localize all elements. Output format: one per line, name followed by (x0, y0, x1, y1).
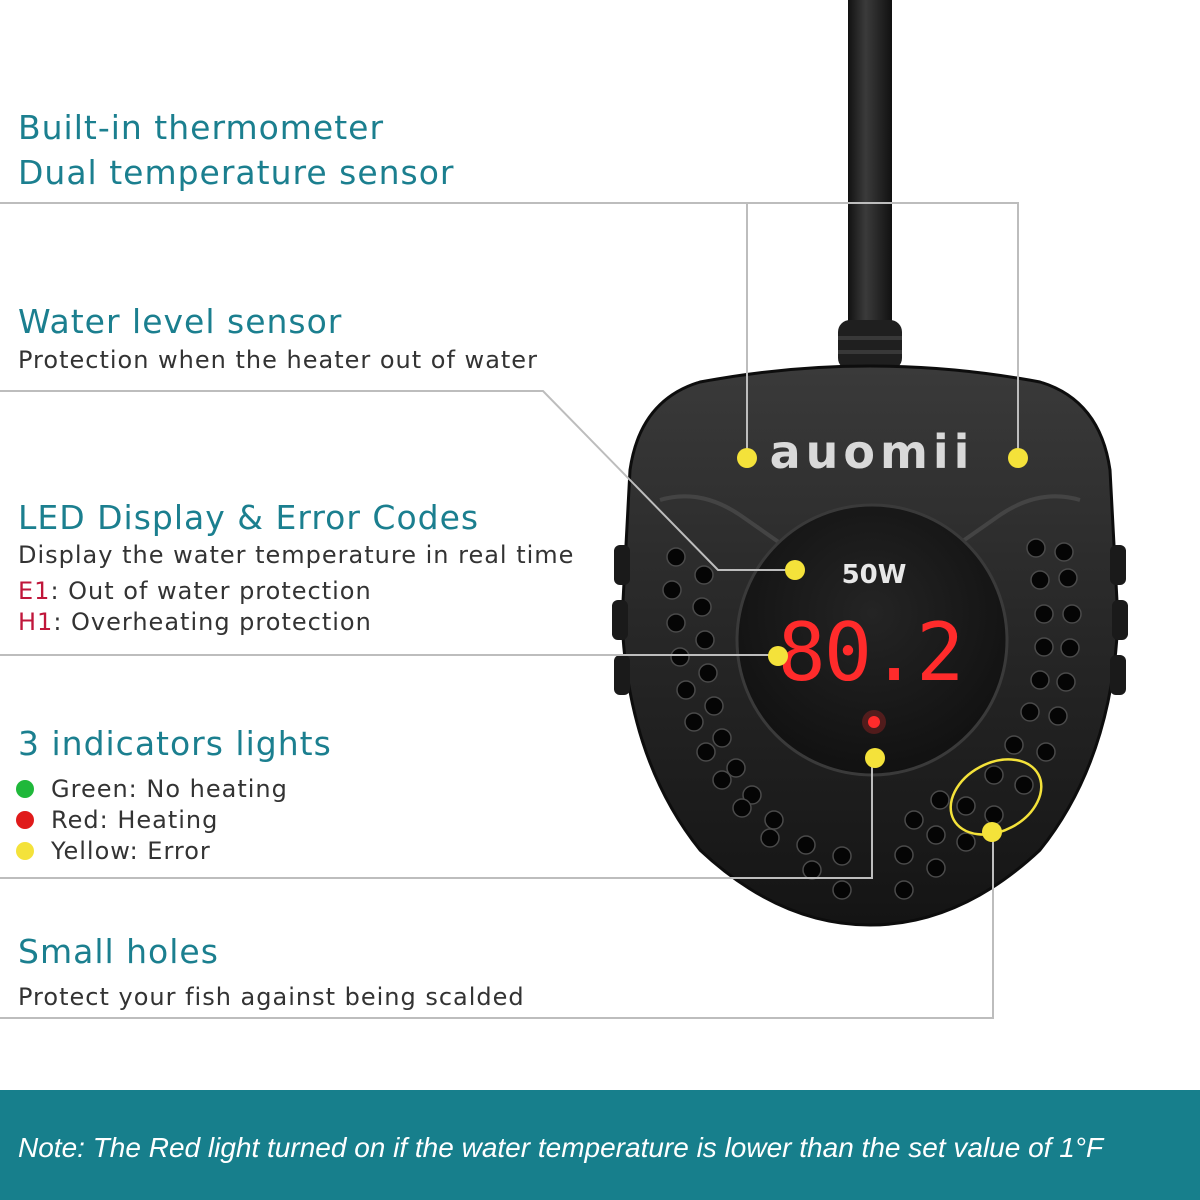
led-display-desc: Display the water temperature in real ti… (18, 541, 575, 569)
small-holes-highlight (949, 758, 1043, 836)
green-dot-icon (16, 780, 34, 798)
thermometer-title-line2: Dual temperature sensor (18, 153, 455, 192)
error-h1-line: H1: Overheating protection (18, 608, 372, 636)
indicators-title: 3 indicators lights (18, 724, 332, 763)
side-ribs (612, 545, 1128, 695)
led-display-title: LED Display & Error Codes (18, 498, 480, 537)
callout-lines (0, 202, 1019, 1019)
error-h1-text: : Overheating protection (53, 608, 372, 636)
device-indicator-light (868, 716, 880, 728)
red-dot-icon (16, 811, 34, 829)
small-holes-desc: Protect your fish against being scalded (18, 983, 525, 1011)
power-cable (848, 0, 892, 330)
legend-label-green: Green: No heating (51, 775, 288, 803)
brand-logo: auomii (770, 425, 975, 479)
thermometer-title-line1: Built-in thermometer (18, 108, 385, 147)
legend-item-yellow: Yellow: Error (16, 837, 211, 865)
led-reading: 80.2 (778, 606, 963, 699)
heater-illustration: auomii 50W 80.2 (0, 0, 1128, 1019)
wattage-label: 50W (842, 560, 907, 590)
error-e1-text: : Out of water protection (50, 577, 372, 605)
error-h1-code: H1 (18, 608, 54, 636)
legend-item-green: Green: No heating (16, 775, 288, 803)
yellow-dot-icon (16, 842, 34, 860)
error-e1-line: E1: Out of water protection (18, 577, 372, 605)
legend-label-yellow: Yellow: Error (51, 837, 211, 865)
legend-label-red: Red: Heating (51, 806, 219, 834)
small-holes-title: Small holes (18, 932, 219, 971)
callout-dots (737, 448, 1028, 842)
note-bar: Note: The Red light turned on if the wat… (0, 1090, 1200, 1200)
water-level-title: Water level sensor (18, 302, 343, 341)
legend-item-red: Red: Heating (16, 806, 218, 834)
note-text: Note: The Red light turned on if the wat… (18, 1132, 1104, 1163)
water-level-desc: Protection when the heater out of water (18, 346, 538, 374)
cable-strain-relief (838, 320, 902, 370)
vent-holes (662, 538, 1082, 900)
error-e1-code: E1 (18, 577, 51, 605)
